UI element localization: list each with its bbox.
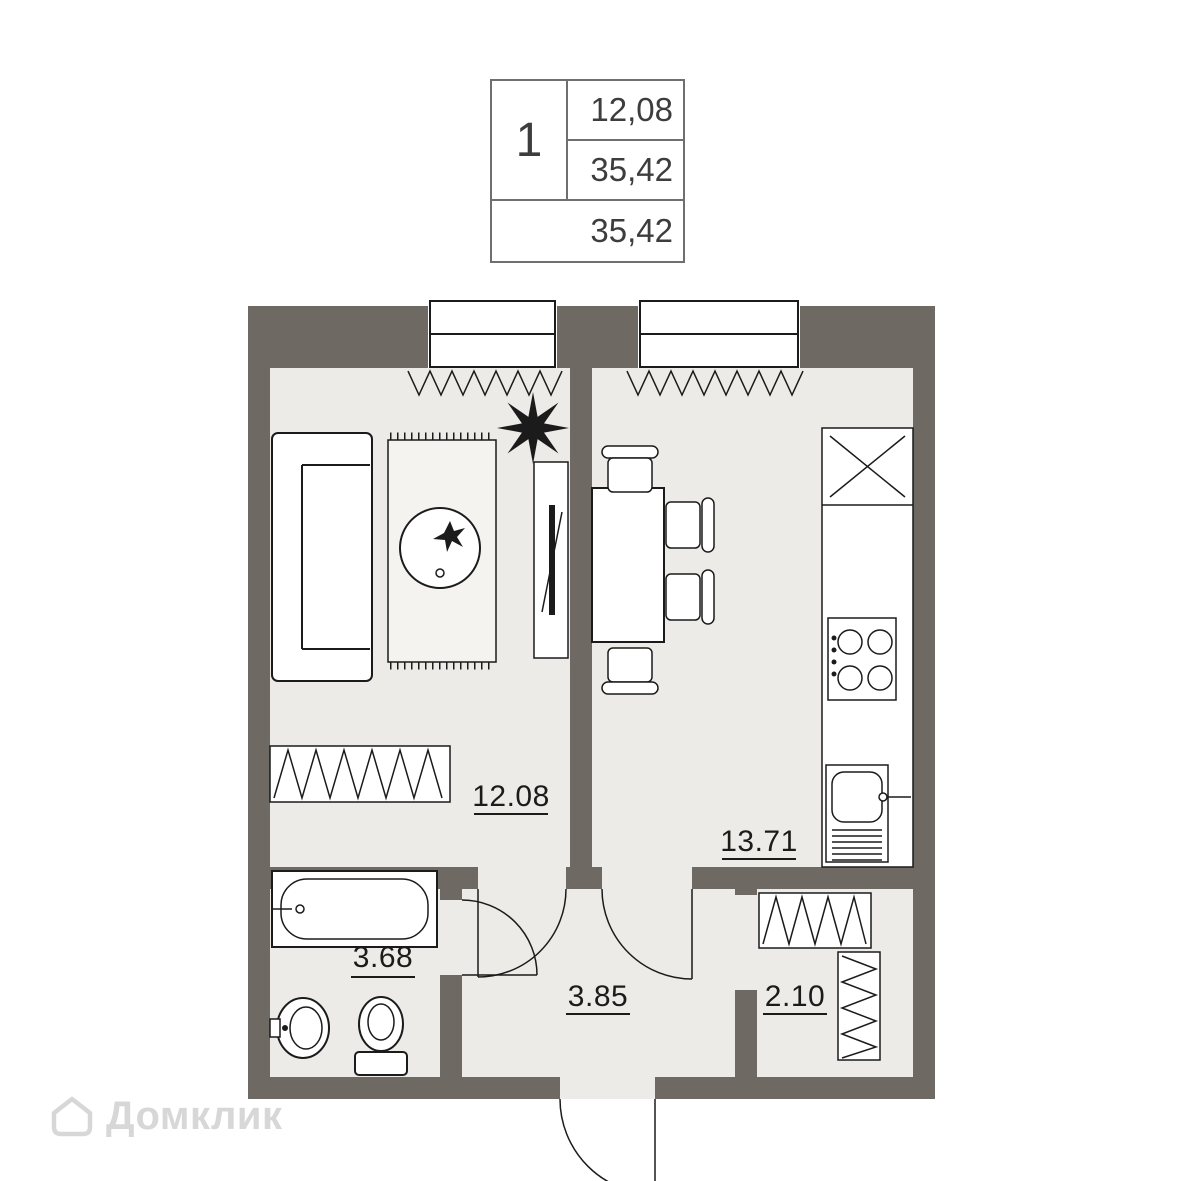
chair-right-2 bbox=[665, 569, 715, 625]
door-opening-entrance bbox=[560, 1077, 655, 1099]
curtain-zigzag-right bbox=[626, 369, 804, 397]
title-table: 1 12,08 35,42 35,42 bbox=[490, 79, 685, 263]
vent-x-icon bbox=[829, 435, 906, 498]
door-opening-bathroom bbox=[440, 900, 462, 975]
curtain-zigzag-left bbox=[407, 369, 563, 397]
door-opening-closet bbox=[735, 895, 757, 990]
domclick-logo-icon bbox=[51, 1096, 93, 1137]
closet-shelf-right bbox=[837, 951, 881, 1061]
toilet bbox=[354, 996, 408, 1076]
plant-icon bbox=[497, 392, 569, 464]
sofa bbox=[271, 432, 373, 682]
door-opening-living bbox=[478, 867, 566, 889]
door-bathroom bbox=[461, 899, 538, 976]
door-kitchen bbox=[601, 888, 693, 980]
window-right-icon bbox=[639, 300, 799, 368]
wardrobe bbox=[269, 745, 451, 803]
total-area-value: 35,42 bbox=[490, 199, 685, 263]
coffee-table bbox=[399, 507, 481, 589]
window-left-icon bbox=[429, 300, 556, 368]
room-label-bathroom: 3.68 bbox=[353, 941, 413, 974]
wall-partition bbox=[570, 368, 592, 889]
stove bbox=[827, 617, 897, 701]
wall-left bbox=[248, 306, 270, 1099]
title-block: 1 12,08 35,42 35,42 bbox=[490, 79, 685, 263]
door-entrance bbox=[559, 1098, 656, 1181]
area-value: 35,42 bbox=[566, 139, 685, 201]
sink bbox=[825, 764, 911, 863]
closet-shelf-top bbox=[758, 892, 872, 949]
room-label-kitchen: 13.71 bbox=[720, 825, 798, 858]
dining-table bbox=[591, 487, 665, 643]
room-labels: 12.08 13.71 3.68 3.85 2.10 bbox=[351, 780, 827, 1015]
living-area-value: 12,08 bbox=[566, 79, 685, 141]
chair-bottom bbox=[601, 647, 659, 695]
door-opening-kitchen bbox=[602, 867, 692, 889]
chair-right-1 bbox=[665, 497, 715, 553]
walls bbox=[248, 306, 935, 1099]
chair-top bbox=[601, 445, 659, 493]
wall-top bbox=[248, 306, 935, 368]
rooms-count: 1 bbox=[490, 79, 568, 201]
room-label-closet: 2.10 bbox=[765, 980, 825, 1013]
bathtub bbox=[271, 870, 438, 948]
wall-right bbox=[913, 306, 935, 1099]
watermark: Домклик bbox=[48, 1092, 283, 1140]
tv-stand bbox=[533, 461, 569, 659]
washbasin bbox=[269, 997, 330, 1059]
watermark-text: Домклик bbox=[106, 1093, 283, 1138]
room-label-hallway: 3.85 bbox=[568, 980, 628, 1013]
room-label-living: 12.08 bbox=[472, 780, 550, 813]
